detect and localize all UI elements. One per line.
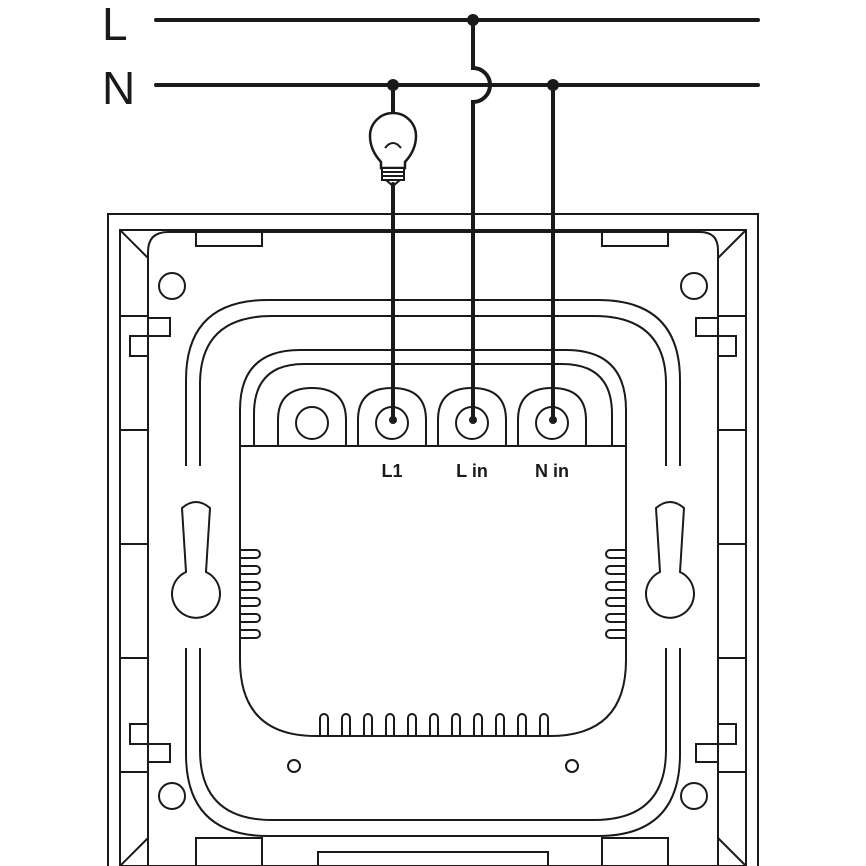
right-clip-top [695,317,737,357]
vent-slot [495,713,505,736]
channel-outer-bottom [185,648,681,837]
right-clip-bottom [695,723,737,763]
inner-frame [119,229,747,866]
corner-tl [119,229,149,259]
terminal-post-1 [277,386,347,446]
switch-back-plate: L1 L in N in [107,213,759,866]
pin-right [565,759,579,773]
corner-bl [119,837,149,866]
corner-tr [717,229,747,259]
vent-slot [407,713,417,736]
vent-slot [385,713,395,736]
vent-slot [473,713,483,736]
vent-slot [319,713,329,736]
keyhole-slot-left [171,501,221,619]
right-side-ribs [718,315,746,773]
terminal-screw-1 [295,406,329,440]
vent-slot [539,713,549,736]
screw-hole-tr [680,272,708,300]
bulb-filament [384,142,402,149]
pin-left [287,759,301,773]
terminal-label-lin: L in [456,461,488,481]
screw-hole-br [680,782,708,810]
vent-slot [341,713,351,736]
keyhole-slot-right [645,501,695,619]
channel-inner-top [199,315,667,466]
vent-slot [517,713,527,736]
wire-live-to-lin [471,18,492,422]
bulb-base [381,167,405,181]
module-body [239,445,627,737]
vent-slot [363,713,373,736]
vent-bottom [319,713,549,736]
bottom-notch [317,851,549,866]
terminal-label-l1: L1 [381,461,402,481]
screw-hole-bl [158,782,186,810]
corner-br [717,837,747,866]
top-tab-left [195,229,263,247]
bulb-tip [385,179,401,188]
top-tab-right [601,229,669,247]
terminal-label-nin: N in [535,461,569,481]
light-bulb-icon [368,111,418,188]
inner-plate [147,231,719,866]
terminal-arch-inner [253,363,613,446]
bottom-tab-right [601,837,669,866]
left-clip-bottom [129,723,171,763]
bottom-tab-left [195,837,263,866]
channel-outer-top [185,299,681,466]
lin-connection-dot [469,416,477,424]
neutral-line-label: N [102,62,135,114]
screw-hole-tl [158,272,186,300]
vent-left [240,549,261,639]
channel-inner-bottom [199,648,667,821]
left-side-ribs [120,315,148,773]
l1-connection-dot [389,416,397,424]
nin-connection-dot [549,416,557,424]
outer-frame [107,213,759,866]
terminal-arch-outer [239,349,627,446]
vent-slot [429,713,439,736]
vent-slot [451,713,461,736]
vent-right [605,549,626,639]
left-clip-top [129,317,171,357]
live-line-label: L [102,0,128,50]
